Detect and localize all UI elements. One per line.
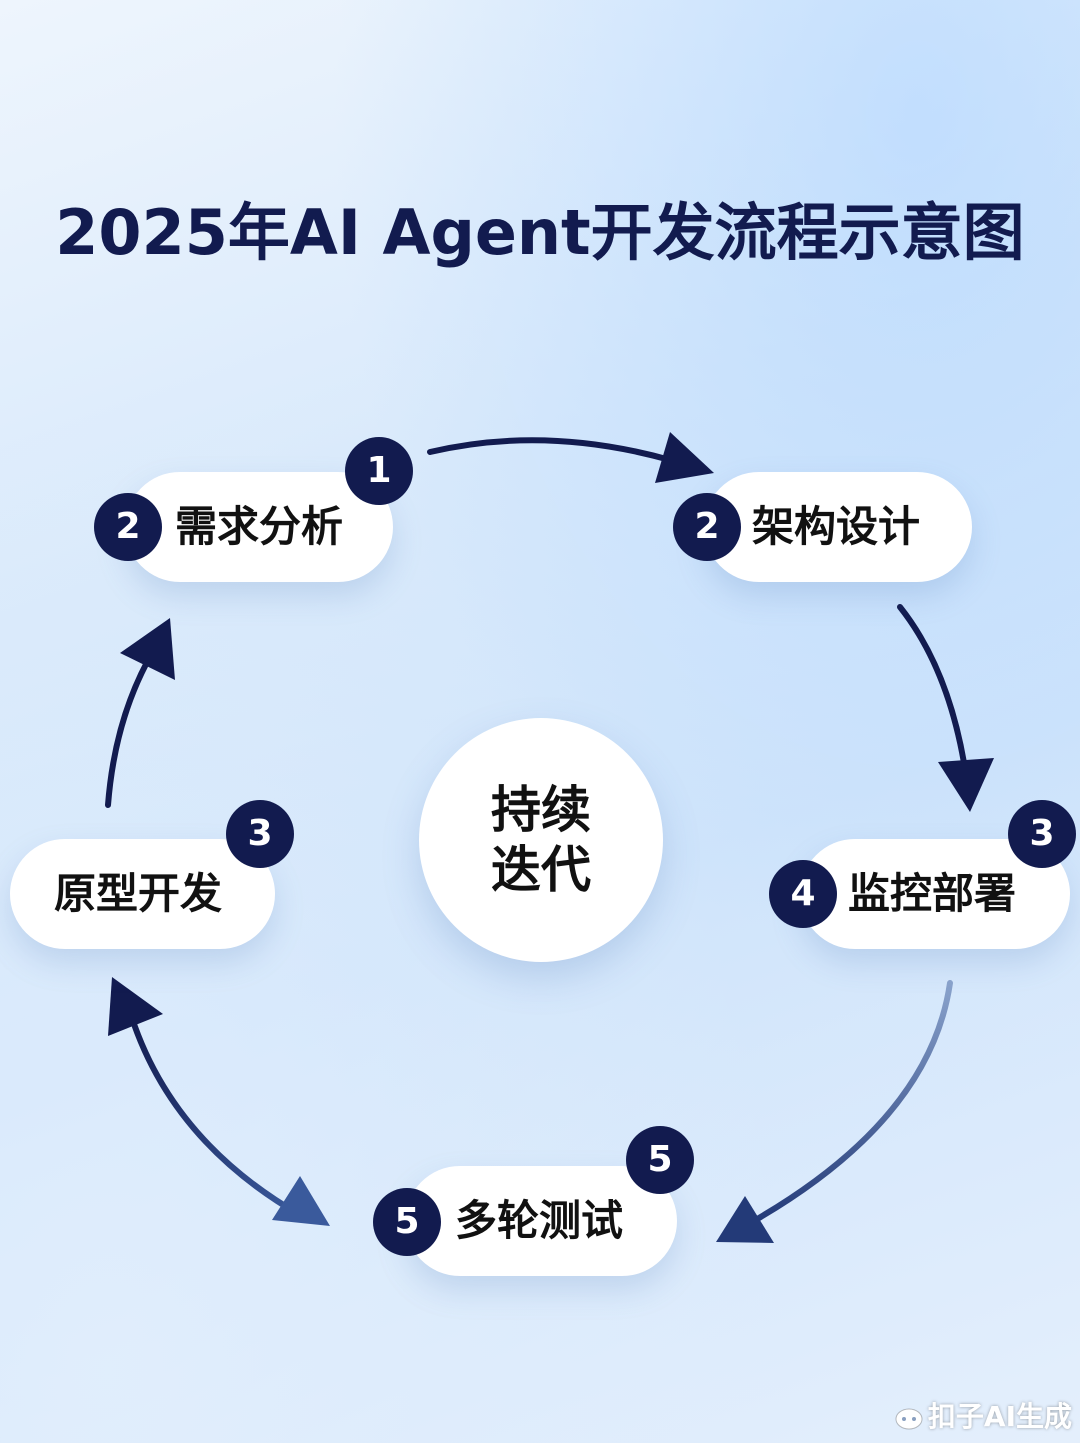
step-label: 多轮测试	[455, 1196, 624, 1245]
arrow-left	[105, 645, 158, 808]
center-line-2: 迭代	[491, 841, 591, 899]
watermark-text: 扣子AI生成	[927, 1400, 1072, 1433]
center-label: 持续 迭代	[419, 780, 663, 900]
arrow-top	[427, 437, 673, 463]
center-circle: 持续 迭代	[419, 718, 663, 962]
step-testing-inner-badge: 5	[373, 1188, 441, 1256]
step-deploy-outer-badge: 3	[1008, 800, 1076, 868]
step-deploy-inner-badge: 4	[769, 860, 837, 928]
step-testing-outer-badge: 5	[626, 1126, 694, 1194]
arrow-lower-left	[127, 1009, 303, 1218]
step-label: 原型开发	[54, 869, 223, 918]
arrow-lower-right	[749, 980, 953, 1225]
step-architecture-pill: 架构设计	[704, 472, 972, 582]
bot-icon	[895, 1408, 923, 1430]
arrowhead-lower-left-up	[108, 977, 163, 1036]
arrowhead-right	[938, 758, 994, 812]
step-requirements-pill: 需求分析	[125, 472, 393, 582]
arrowhead-lower-right	[716, 1196, 774, 1243]
arrowhead-left	[120, 618, 175, 680]
step-label: 监控部署	[848, 869, 1017, 918]
center-line-1: 持续	[491, 781, 591, 839]
arrowhead-lower-left-down	[272, 1176, 330, 1226]
step-label: 架构设计	[752, 502, 921, 551]
watermark: 扣子AI生成	[894, 1399, 1072, 1435]
step-requirements-outer-badge: 1	[345, 437, 413, 505]
step-testing-pill: 多轮测试	[405, 1166, 677, 1276]
page-title: 2025年AI Agent开发流程示意图	[55, 196, 1025, 269]
arrow-right	[897, 604, 969, 778]
step-label: 需求分析	[175, 502, 344, 551]
step-requirements-inner-badge: 2	[94, 493, 162, 561]
arrowhead-top	[655, 432, 714, 483]
step-architecture-inner-badge: 2	[673, 493, 741, 561]
step-prototype-pill: 原型开发	[10, 839, 275, 949]
step-prototype-outer-badge: 3	[226, 800, 294, 868]
